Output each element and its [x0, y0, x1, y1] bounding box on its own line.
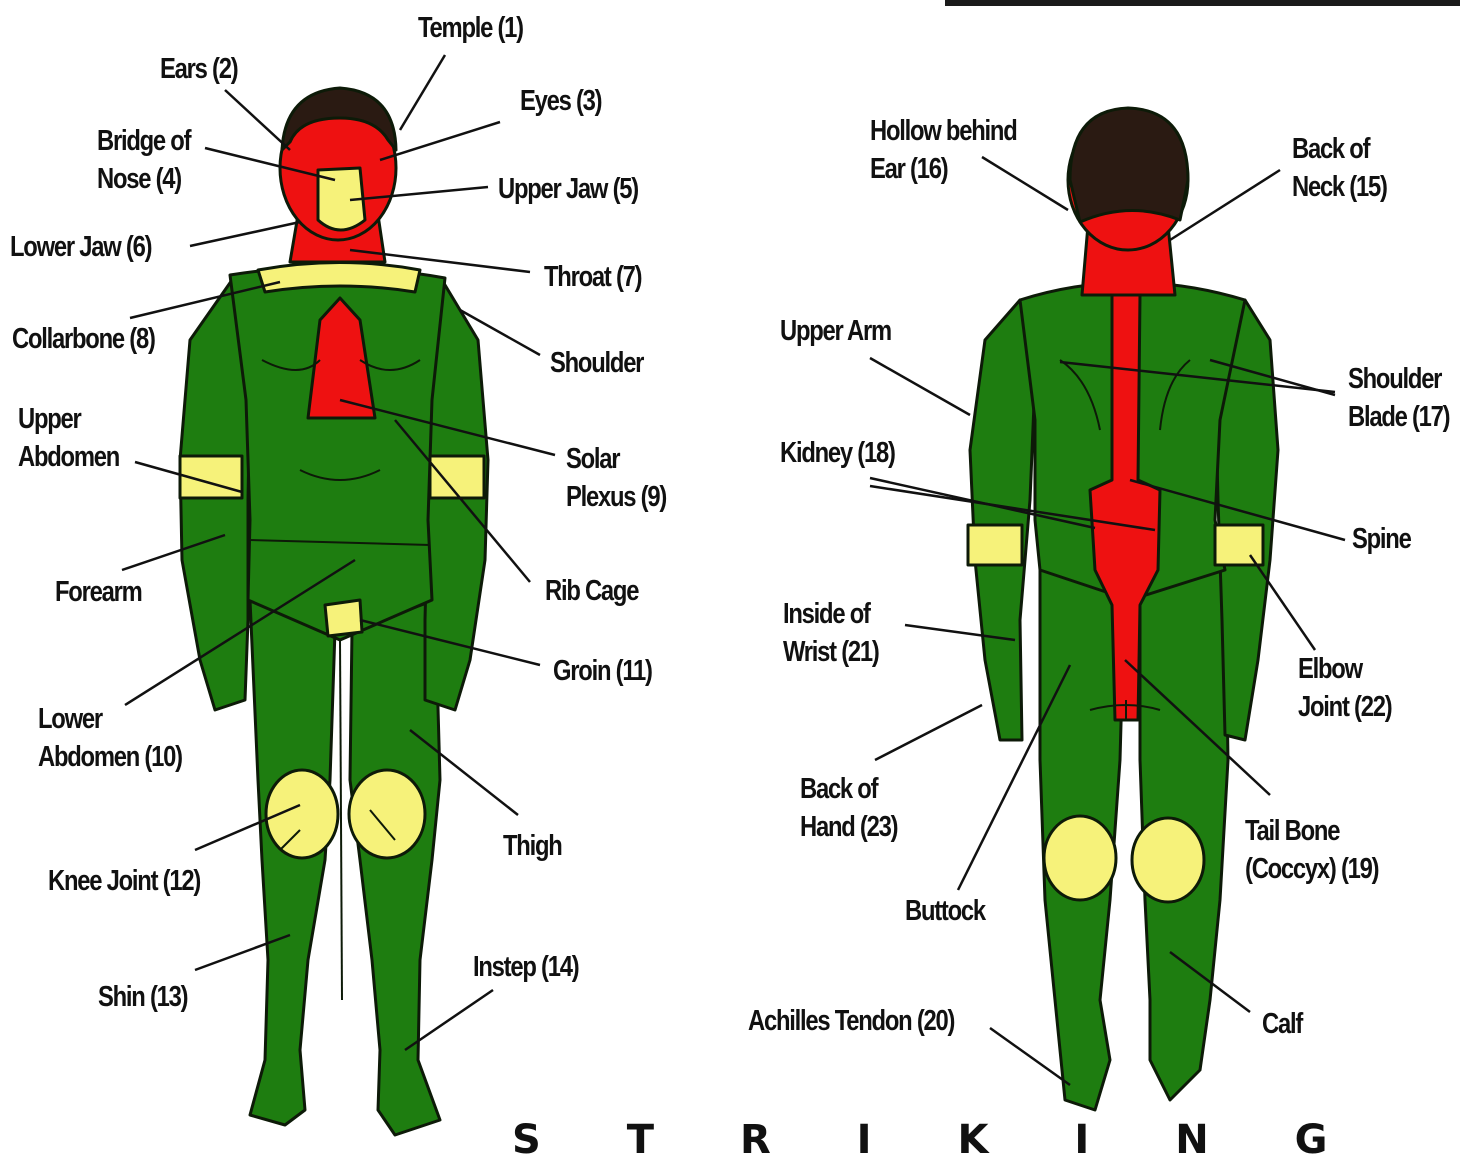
label-upper-arm: Upper Arm [780, 312, 891, 350]
label-elbow-joint: Elbow Joint (22) [1298, 650, 1391, 726]
label-back-of-neck: Back of Neck (15) [1292, 130, 1387, 206]
front-right-knee [349, 770, 425, 858]
front-groin-zone [325, 600, 362, 636]
label-shin: Shin (13) [98, 978, 187, 1016]
label-thigh: Thigh [503, 827, 562, 865]
label-throat: Throat (7) [544, 258, 641, 296]
label-forearm: Forearm [55, 573, 142, 611]
label-lower-jaw: Lower Jaw (6) [10, 228, 151, 266]
label-back-of-hand: Back of Hand (23) [800, 770, 897, 846]
front-left-leg [250, 600, 335, 1125]
label-achilles-tendon: Achilles Tendon (20) [748, 1002, 954, 1040]
label-rib-cage: Rib Cage [545, 572, 638, 610]
label-hollow-behind-ear: Hollow behind Ear (16) [870, 112, 1016, 188]
label-tail-bone: Tail Bone (Coccyx) (19) [1245, 812, 1378, 888]
label-kidney: Kidney (18) [780, 434, 895, 472]
front-right-band [430, 456, 484, 498]
back-left-knee [1044, 816, 1116, 900]
label-groin: Groin (11) [553, 652, 652, 690]
label-buttock: Buttock [905, 892, 985, 930]
label-knee-joint: Knee Joint (12) [48, 862, 200, 900]
label-lower-abdomen: Lower Abdomen (10) [38, 700, 182, 776]
back-left-band [968, 525, 1022, 565]
label-shoulder-blade: Shoulder Blade (17) [1348, 360, 1449, 436]
back-right-knee [1132, 818, 1204, 902]
label-upper-jaw: Upper Jaw (5) [498, 170, 638, 208]
label-instep: Instep (14) [473, 948, 578, 986]
label-spine: Spine [1352, 520, 1411, 558]
label-temple: Temple (1) [418, 9, 523, 47]
label-inside-of-wrist: Inside of Wrist (21) [783, 595, 879, 671]
back-right-band [1215, 525, 1263, 565]
label-collarbone: Collarbone (8) [12, 320, 155, 358]
label-bridge-of-nose: Bridge of Nose (4) [97, 122, 190, 198]
label-ears: Ears (2) [160, 50, 237, 88]
label-upper-abdomen: Upper Abdomen [18, 400, 119, 476]
back-left-arm [970, 300, 1035, 740]
back-hair [1070, 108, 1188, 222]
label-shoulder: Shoulder [550, 344, 643, 382]
front-figure [180, 88, 488, 1135]
label-eyes: Eyes (3) [520, 82, 601, 120]
label-solar-plexus: Solar Plexus (9) [566, 440, 666, 516]
diagram-title: S T R I K I N G [512, 1117, 1363, 1163]
back-figure [968, 108, 1278, 1110]
label-calf: Calf [1262, 1005, 1302, 1043]
